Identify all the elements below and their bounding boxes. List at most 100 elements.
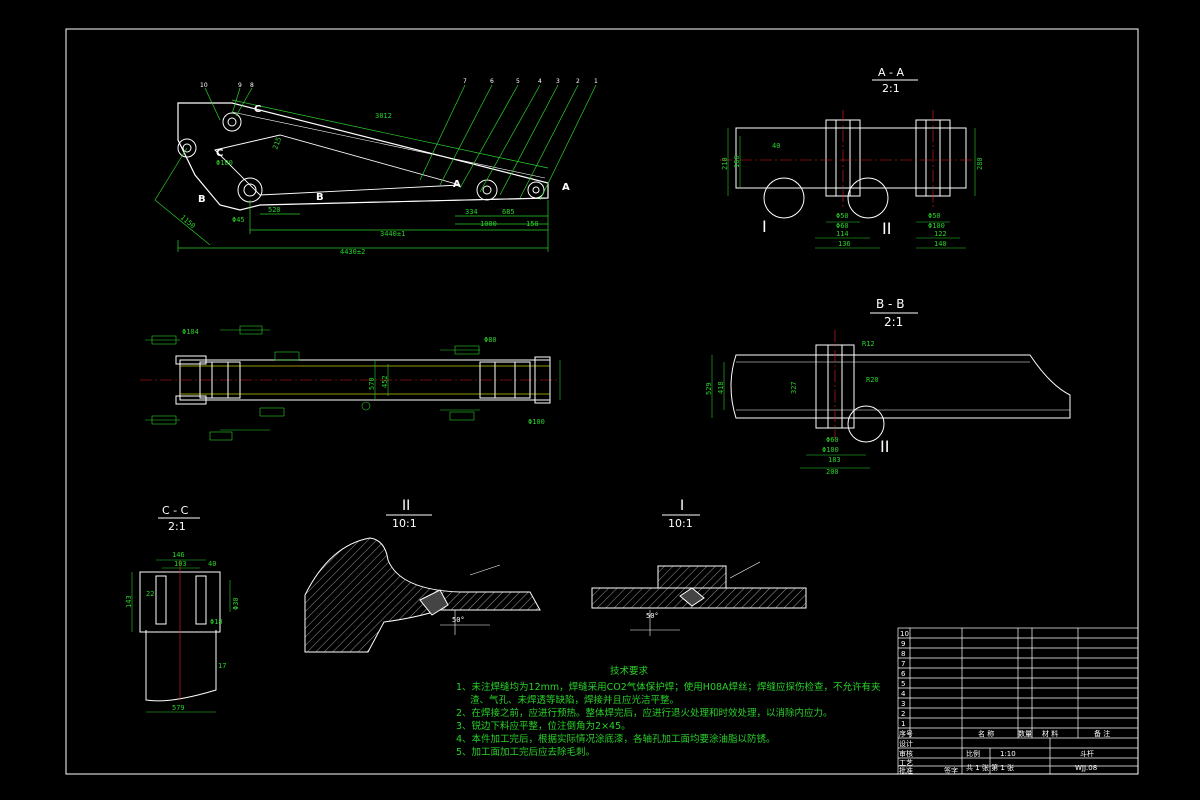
plan-view: 570 452 Φ104 Φ80 Φ100 [140, 325, 561, 441]
cc-dim-22: 22 [146, 590, 154, 598]
tb-row-6: 6 [901, 670, 906, 678]
tb-part-name: 斗杆 [1080, 749, 1094, 758]
part-num-9: 9 [238, 82, 242, 89]
tb-head-name: 名 称 [978, 729, 994, 738]
bb-title: B - B [876, 297, 904, 311]
main-elevation-view: 3812 3440±1 4430±2 334 685 1000 150 520 … [154, 78, 598, 256]
d1-title: I [680, 498, 684, 514]
aa-dim-122: 122 [934, 230, 947, 238]
aa-detail-ii: II [882, 219, 891, 238]
part-num-7: 7 [463, 78, 467, 85]
plan-dim-dia100: Φ100 [528, 418, 545, 426]
cc-scale: 2:1 [168, 520, 186, 533]
aa-dim-d60: Φ60 [836, 222, 849, 230]
cut-mark-a2: A [562, 182, 570, 193]
notes-line-5: 4、本件加工完后，根据实际情况涂底漆，各轴孔加工面均要涂油脂以防锈。 [456, 733, 776, 745]
bb-dim-d60: Φ60 [826, 436, 839, 444]
title-block [897, 627, 1139, 775]
d2-scale: 10:1 [392, 517, 417, 530]
main-dim-520: 520 [268, 206, 281, 214]
technical-notes: 技术要求 1、未注焊缝均为12mm，焊缝采用CO2气体保护焊；使用H08A焊丝；… [456, 665, 881, 758]
tb-label-design: 设计 [899, 739, 913, 748]
section-cc: C - C 2:1 146 103 143 40 Φ30 Φ18 22 17 5… [125, 504, 240, 713]
tb-signature: 签字 [944, 766, 958, 775]
d2-angle: 50° [452, 616, 465, 624]
bb-dim-529: 529 [705, 382, 713, 395]
tb-label-approve: 批准 [899, 766, 913, 775]
bb-detail-ii: II [880, 437, 889, 456]
aa-dim-40: 40 [772, 142, 780, 150]
cc-dim-d18: Φ18 [210, 618, 223, 626]
aa-dim-280: 280 [976, 157, 984, 170]
main-dim-dia45: Φ45 [232, 216, 245, 224]
aa-dim-136: 136 [838, 240, 851, 248]
tb-head-remark: 备 注 [1094, 729, 1110, 738]
tb-sheet-info: 共 1 张 第 1 张 [966, 763, 1014, 772]
part-num-2: 2 [576, 78, 580, 85]
part-num-8: 8 [250, 82, 254, 89]
part-num-4: 4 [538, 78, 542, 85]
aa-title: A - A [878, 66, 904, 79]
cut-mark-b1: B [198, 194, 206, 205]
cc-dim-579: 579 [172, 704, 185, 712]
notes-line-2: 渣、气孔、未焊透等缺陷，焊接并且应光洁平整。 [470, 694, 679, 706]
main-dim-215: 215 [271, 136, 283, 151]
tb-drawing-no: WJJ.08 [1075, 764, 1097, 772]
section-aa: A - A 2:1 210 166 280 40 Φ50 [720, 66, 984, 249]
drawing-frame [65, 28, 1139, 775]
plan-dim-570: 570 [368, 377, 376, 390]
cc-title: C - C [162, 504, 189, 517]
part-num-10: 10 [200, 82, 208, 89]
tb-row-3: 3 [901, 700, 905, 708]
tb-label-process: 工艺 [899, 759, 913, 767]
cut-mark-b2: B [316, 192, 324, 203]
tb-row-9: 9 [901, 640, 905, 648]
main-dim-334: 334 [465, 208, 478, 216]
main-dim-total: 4430±2 [340, 248, 365, 256]
main-dim-1000: 1000 [480, 220, 497, 228]
part-num-3: 3 [556, 78, 560, 85]
notes-line-1: 1、未注焊缝均为12mm，焊缝采用CO2气体保护焊；使用H08A焊丝；焊缝应探伤… [456, 681, 881, 693]
part-num-6: 6 [490, 78, 494, 85]
tb-head-mat: 材 料 [1042, 729, 1058, 738]
main-dim-150: 150 [526, 220, 539, 228]
bb-dim-d100: Φ100 [822, 446, 839, 454]
section-bb: B - B 2:1 529 418 327 R12 R20 Φ60 Φ100 1… [705, 297, 1071, 476]
aa-scale: 2:1 [882, 82, 900, 95]
cc-dim-103: 103 [174, 560, 187, 568]
detail-i-view: I 10:1 50° [591, 498, 807, 636]
tb-scale-value: 1:10 [1000, 750, 1016, 758]
tb-row-2: 2 [901, 710, 905, 718]
notes-line-3: 2、在焊接之前，应进行预热。整体焊完后，应进行退火处理和时效处理，以消除内应力。 [456, 707, 833, 719]
bb-scale: 2:1 [884, 315, 903, 329]
tb-head-no: 序号 [899, 729, 913, 738]
cc-dim-17: 17 [218, 662, 226, 670]
tb-row-1: 1 [901, 720, 905, 728]
cc-dim-146: 146 [172, 551, 185, 559]
main-dim-lower: 3440±1 [380, 230, 405, 238]
bb-dim-327: 327 [790, 381, 798, 394]
plan-dim-452: 452 [381, 375, 389, 388]
tb-label-review: 审核 [899, 749, 913, 758]
aa-dim-d50: Φ50 [836, 212, 849, 220]
aa-dim-140: 140 [934, 240, 947, 248]
notes-heading: 技术要求 [610, 665, 649, 677]
cc-dim-d30: Φ30 [232, 597, 240, 610]
bb-dim-418: 418 [717, 381, 725, 394]
cut-mark-c2: C [216, 148, 223, 159]
notes-line-4: 3、锐边下料应平整，位注倒角为2×45。 [456, 720, 631, 732]
d1-angle: 50° [646, 612, 659, 620]
tb-row-10: 10 [900, 630, 909, 638]
main-dim-685: 685 [502, 208, 515, 216]
tb-row-5: 5 [901, 680, 905, 688]
aa-dim-210: 210 [721, 157, 729, 170]
cc-dim-40: 40 [208, 560, 216, 568]
aa-dim-d50b: Φ50 [928, 212, 941, 220]
plan-dim-dia80: Φ80 [484, 336, 497, 344]
aa-detail-i: I [762, 217, 767, 236]
tb-head-qty: 数量 [1018, 729, 1032, 738]
aa-dim-114: 114 [836, 230, 849, 238]
aa-dim-166: 166 [733, 155, 741, 168]
tb-row-4: 4 [901, 690, 906, 698]
